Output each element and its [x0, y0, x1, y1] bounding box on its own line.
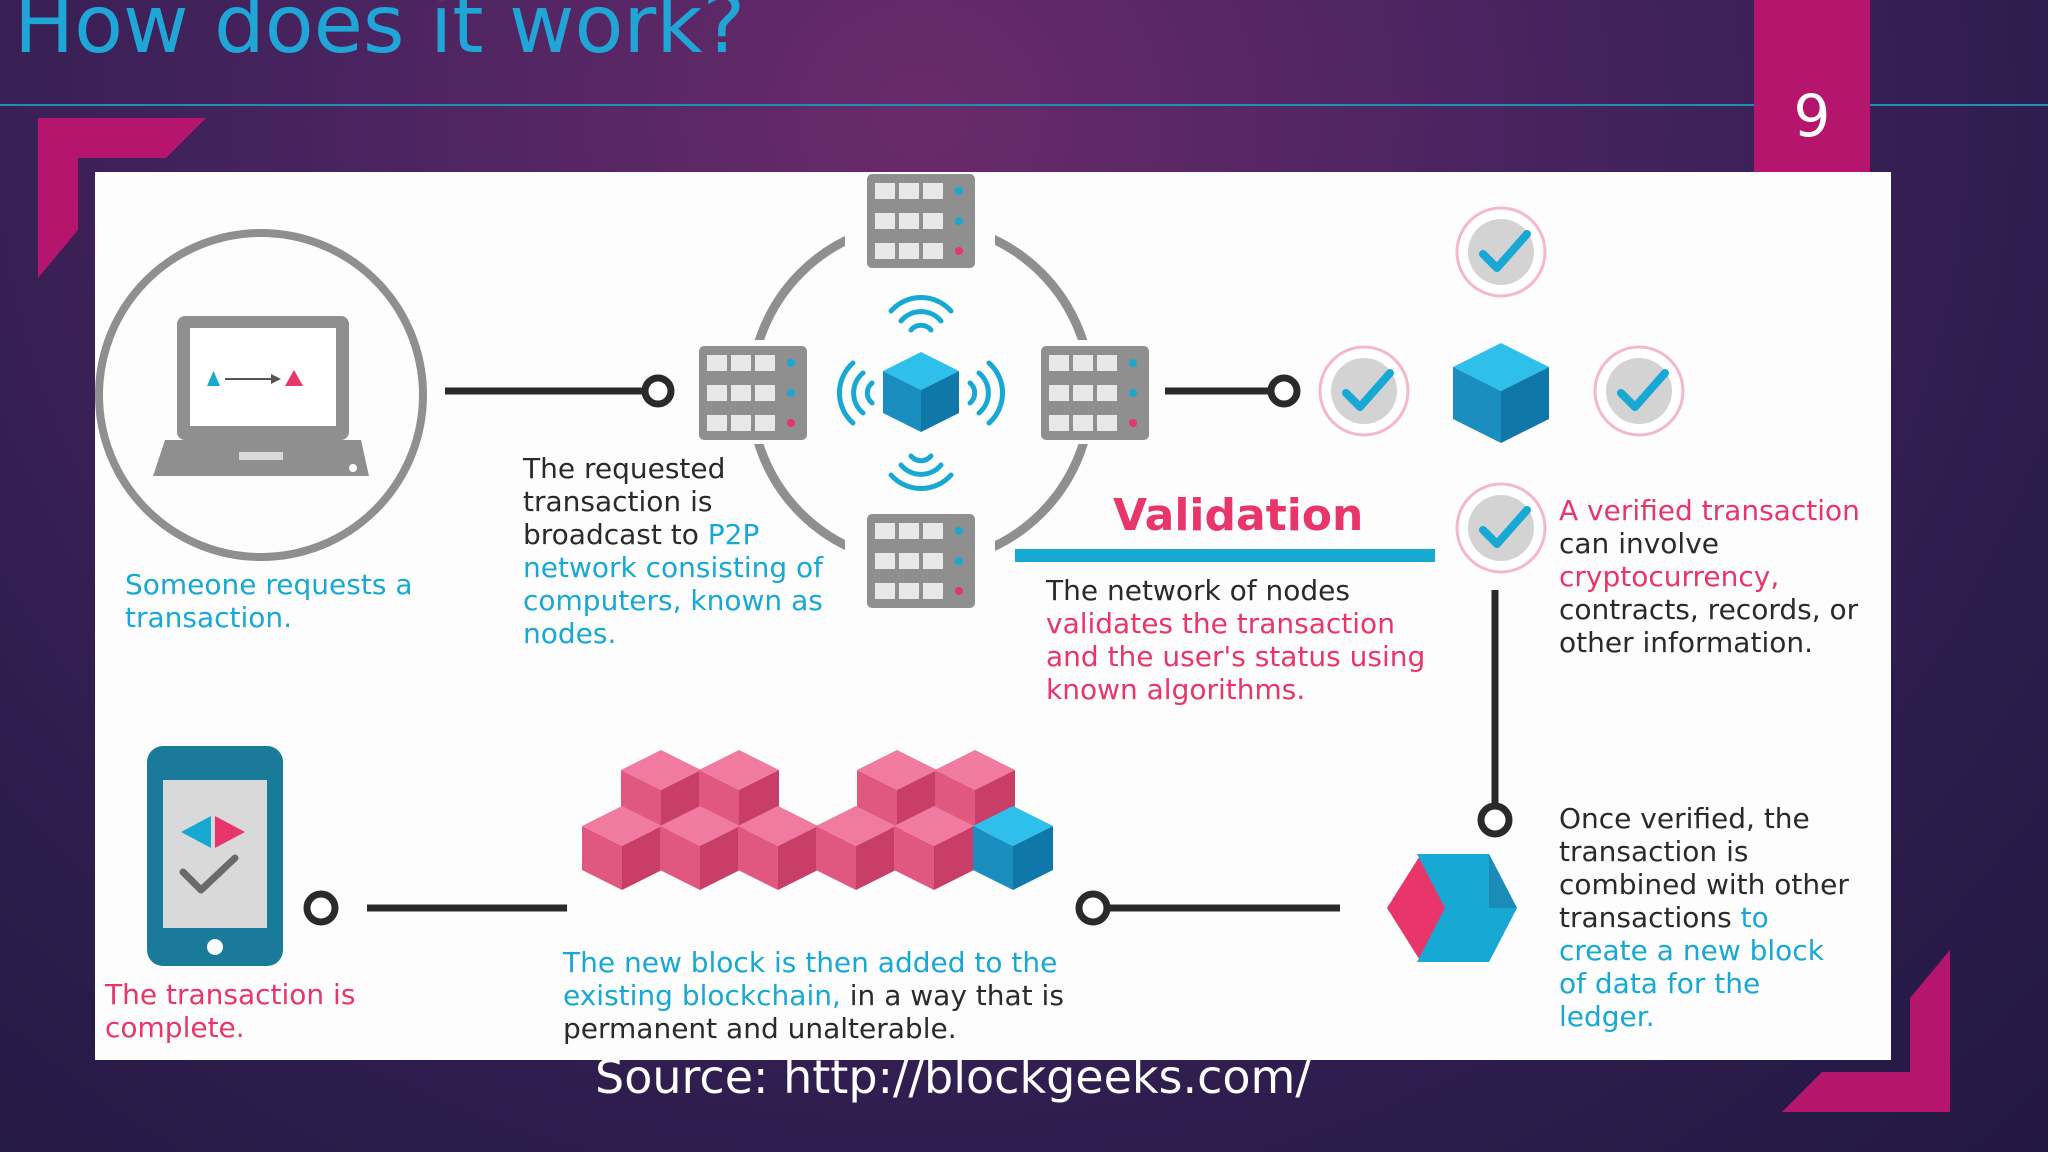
step-validation-plain: The network of nodes — [1046, 574, 1350, 607]
step-request-text: Someone requests a transaction. — [125, 568, 413, 634]
laptop-icon — [95, 229, 427, 561]
step-combined-text: Once verified, the transaction is combin… — [1559, 802, 1859, 1033]
phone-icon — [147, 746, 283, 966]
corner-bracket-bottom-right — [1782, 950, 1950, 1112]
step-combined-highlight: to create a new block of data for the le… — [1559, 901, 1824, 1033]
page-number: 9 — [1793, 82, 1831, 150]
blockchain-blocks-icon — [582, 750, 1053, 890]
step-verified-highlight-1: A verified transaction — [1559, 494, 1860, 527]
step-validation-text: The network of nodes validates the trans… — [1046, 574, 1431, 706]
step-broadcast-plain: The requested transaction is broadcast t… — [523, 452, 726, 551]
validation-checkmarks — [1320, 208, 1683, 572]
step-new-block-highlight: The new block is then added to the exist… — [563, 946, 1058, 1012]
step-broadcast-highlight: P2P network consisting of computers, kno… — [523, 518, 824, 650]
p2p-network-diagram — [691, 172, 1183, 610]
new-block-icon — [1387, 854, 1517, 962]
slide-title: How does it work? — [14, 0, 746, 71]
step-new-block-text: The new block is then added to the exist… — [563, 946, 1083, 1045]
step-verified-plain-2: contracts, records, or other information… — [1559, 593, 1859, 659]
validation-underline — [1015, 549, 1435, 562]
title-divider — [0, 104, 2048, 106]
step-combined-plain: Once verified, the transaction is combin… — [1559, 802, 1849, 934]
step-verified-highlight-2: cryptocurrency, — [1559, 560, 1780, 593]
step-verified-plain-1: can involve — [1559, 527, 1720, 560]
validation-heading: Validation — [1113, 490, 1364, 541]
source-citation: Source: http://blockgeeks.com/ — [595, 1050, 1311, 1104]
step-verified-text: A verified transaction can involve crypt… — [1559, 494, 1884, 659]
corner-bracket-top-left — [38, 118, 206, 278]
page-number-tab: 9 — [1754, 0, 1870, 172]
step-validation-highlight: validates the transaction and the user's… — [1046, 607, 1426, 706]
step-complete-text: The transaction is complete. — [105, 978, 356, 1044]
step-broadcast-text: The requested transaction is broadcast t… — [523, 452, 823, 650]
blockchain-infographic: Someone requests a transaction. The requ… — [95, 172, 1891, 1060]
step-new-block-plain: in a way that is permanent and unalterab… — [563, 979, 1064, 1045]
